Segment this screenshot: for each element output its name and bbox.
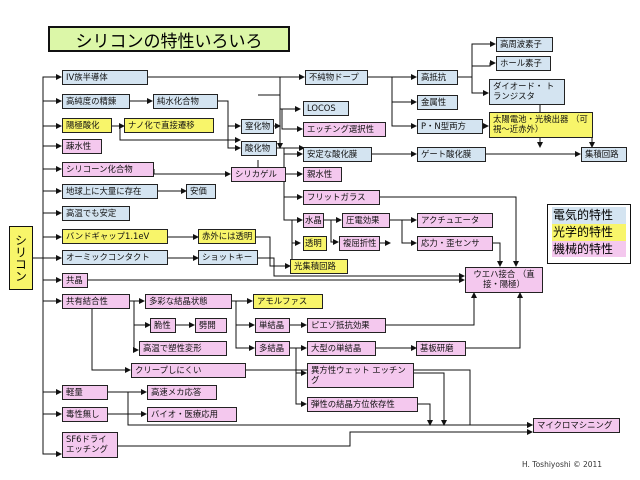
node-actuator: アクチュエータ <box>417 213 493 228</box>
node-anodic: 陽極酸化 <box>62 118 112 133</box>
node-ic: 集積回路 <box>581 147 627 162</box>
node-hydrophilic: 親水性 <box>303 167 342 182</box>
node-sf6: SF6ドライ エッチング <box>62 432 118 458</box>
node-doping: 不純物ドープ <box>305 70 368 85</box>
node-frit: フリットガラス <box>303 190 380 205</box>
node-nontoxic: 毒性無し <box>62 407 108 422</box>
node-fast: 高速メカ応答 <box>147 385 217 400</box>
node-hall: ホール素子 <box>496 56 551 71</box>
node-diode: ダイオード・ トランジスタ <box>489 79 565 105</box>
node-ir: 赤外には透明 <box>198 229 256 244</box>
node-stress: 応力・歪センサ <box>417 236 493 251</box>
node-silicone: シリコーン化合物 <box>62 162 154 177</box>
node-poly: 多彩な結晶状態 <box>145 294 232 309</box>
credit-text: H. Toshiyoshi © 2011 <box>522 460 603 469</box>
node-amorphous: アモルファス <box>253 294 323 309</box>
node-cheap: 安価 <box>186 184 216 199</box>
node-gateox: ゲート酸化膜 <box>417 147 486 162</box>
node-brittle: 脆性 <box>150 318 176 333</box>
node-rf: 高周波素子 <box>496 37 553 52</box>
node-locos: LOCOS <box>303 101 349 116</box>
legend-optical: 光学的特性 <box>552 223 626 241</box>
node-ohmic: オーミックコンタクト <box>62 250 168 265</box>
node-cleave: 劈開 <box>195 318 227 333</box>
node-plastic: 高温で塑性変形 <box>139 341 227 356</box>
node-abundant: 地球上に大量に存在 <box>62 184 158 199</box>
node-etchsel: エッチング選択性 <box>303 122 386 137</box>
diagram-title: シリコンの特性いろいろ <box>48 26 290 52</box>
node-bio: バイオ・医療応用 <box>147 407 237 422</box>
node-bandgap: バンドギャップ1.1eV <box>62 229 168 244</box>
node-creep: クリープしにくい <box>131 363 246 378</box>
node-solar: 太陽電池・光検出器 （可視〜近赤外） <box>489 112 593 138</box>
node-elastic: 弾性の結晶方位依存性 <box>307 397 418 412</box>
node-mems: マイクロマシニング <box>533 418 620 433</box>
node-nitride: 窒化物 <box>241 119 274 134</box>
node-piezores: ピエゾ抵抗効果 <box>307 318 386 333</box>
node-crystal: 水晶 <box>303 213 324 228</box>
node-polish: 基板研磨 <box>416 341 466 356</box>
node-nano: ナノ化で直接遷移 <box>124 118 214 133</box>
node-photonic: 光集積回路 <box>290 259 348 274</box>
node-covalent: 共有結合性 <box>62 294 130 309</box>
node-birefr: 複屈折性 <box>339 236 380 251</box>
node-piezo: 圧電効果 <box>342 213 390 228</box>
node-schottky: ショットキー <box>198 250 258 265</box>
node-single: 単結晶 <box>255 318 290 333</box>
node-stableox: 安定な酸化膜 <box>303 147 372 162</box>
node-metallic: 金属性 <box>417 95 458 110</box>
node-large: 大型の単結晶 <box>307 341 376 356</box>
node-pn: P・N型両方 <box>417 119 483 134</box>
legend-electrical: 電気的特性 <box>552 207 626 224</box>
node-highres: 高抵抗 <box>417 70 458 85</box>
legend-mechanical: 機械的特性 <box>552 240 626 258</box>
node-transparent: 透明 <box>303 236 327 251</box>
node-anisotropic: 異方性ウェット エッチング <box>307 363 414 388</box>
root-node: シリコン <box>9 226 33 290</box>
node-purity: 高純度の精錬 <box>62 94 130 109</box>
node-light: 軽量 <box>62 385 108 400</box>
node-silicagel: シリカゲル <box>231 167 286 182</box>
node-purify: 純水化合物 <box>153 94 218 109</box>
node-wafer: ウエハ接合 （直接・陽極） <box>465 267 543 293</box>
node-eutectic: 共晶 <box>62 273 88 288</box>
node-iv: IV族半導体 <box>62 70 148 85</box>
node-multi: 多結晶 <box>255 341 290 356</box>
node-stable: 高温でも安定 <box>62 206 130 221</box>
node-oxide: 酸化物 <box>241 141 277 156</box>
node-hydrophobic: 疎水性 <box>62 139 102 154</box>
legend: 電気的特性 光学的特性 機械的特性 <box>547 204 631 264</box>
